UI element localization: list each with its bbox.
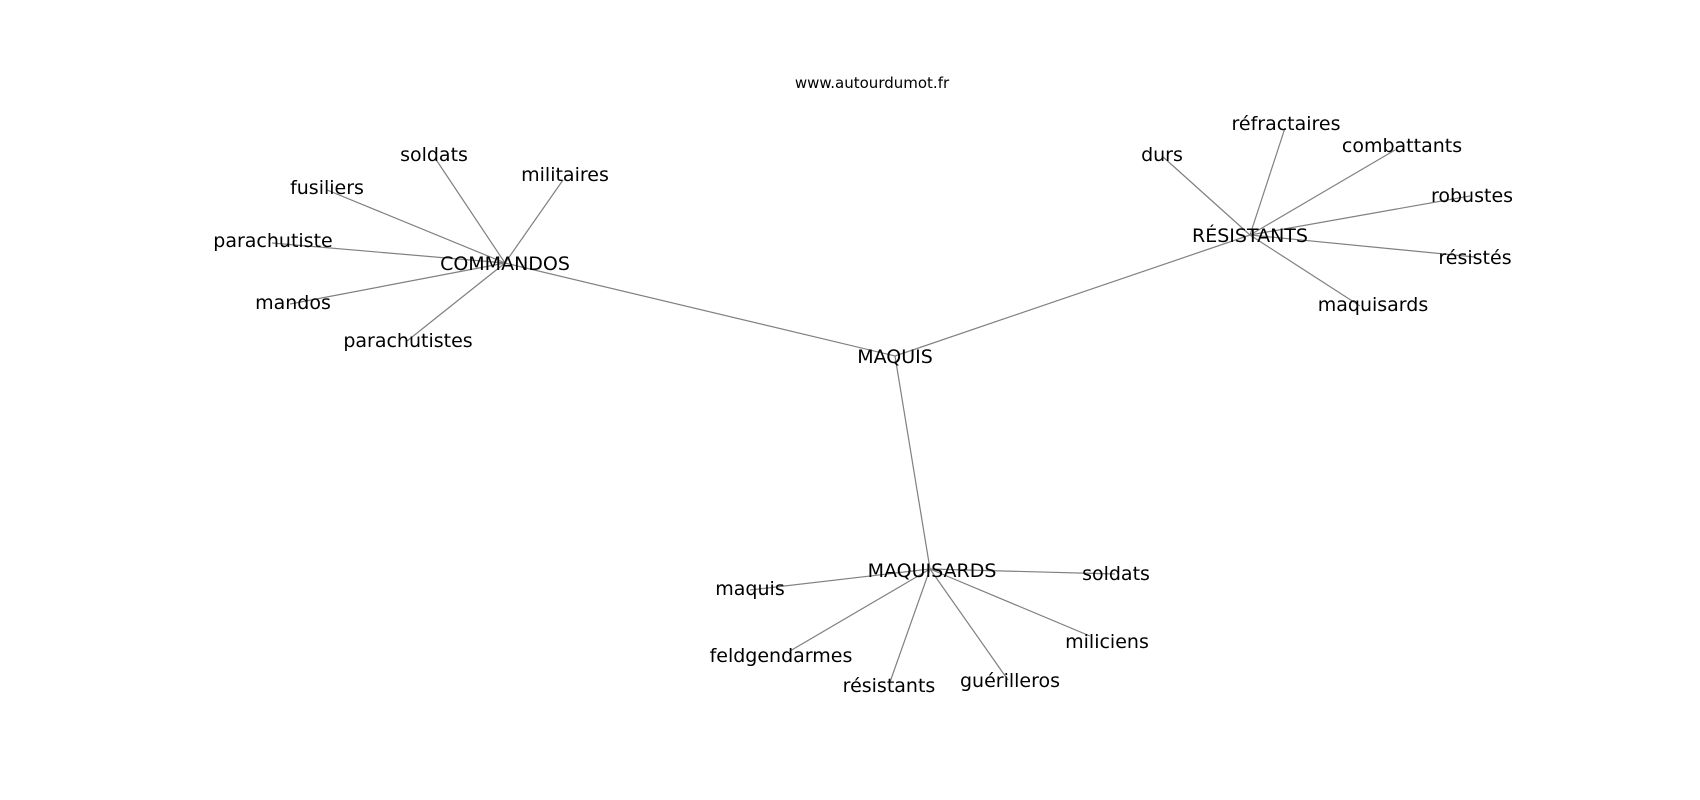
leaf-label: mandos — [255, 292, 331, 314]
edge-commandos-militaires — [504, 179, 564, 264]
leaf-label: combattants — [1342, 135, 1462, 157]
edge-commandos-soldats — [434, 157, 506, 264]
edge-maquisards-maquis — [749, 568, 931, 591]
edge-resistants-combattants — [1249, 149, 1396, 236]
leaf-label: maquisards — [1318, 294, 1429, 316]
leaf-label: parachutiste — [213, 230, 332, 252]
leaf-label: maquis — [715, 578, 784, 600]
edge-resistants-durs — [1161, 155, 1251, 236]
edge-maquisards-miliciens — [929, 568, 1091, 637]
leaf-label: miliciens — [1065, 631, 1149, 653]
hub-label-maquisards: MAQUISARDS — [868, 560, 997, 582]
edge-maquisards-feldgendarmes — [789, 568, 931, 652]
edge-commandos-parachutiste — [271, 242, 506, 264]
leaf-label: militaires — [521, 164, 609, 186]
edge-maquisards-soldats — [929, 568, 1116, 575]
leaf-label: résistés — [1438, 247, 1511, 269]
edge-resistants-robustes — [1249, 195, 1471, 236]
edge-maquis-maquisards — [894, 355, 931, 570]
leaf-label: guérilleros — [960, 670, 1060, 692]
leaf-label: résistants — [843, 675, 936, 697]
leaf-label: soldats — [400, 144, 468, 166]
leaf-label: feldgendarmes — [710, 645, 853, 667]
edge-maquis-commandos — [504, 262, 896, 357]
edge-resistants-resistes — [1249, 234, 1476, 258]
edge-resistants-refractaires — [1249, 127, 1286, 236]
leaf-label: durs — [1141, 144, 1183, 166]
edge-maquisards-resistants — [889, 568, 931, 683]
edge-maquis-resistants — [894, 234, 1251, 357]
edge-resistants-maquisards — [1249, 234, 1361, 307]
hub-label-resistants: RÉSISTANTS — [1192, 224, 1308, 247]
edge-commandos-mandos — [289, 262, 506, 305]
source-url: www.autourdumot.fr — [795, 74, 950, 92]
leaf-label: soldats — [1082, 563, 1150, 585]
edge-maquisards-guerilleros — [929, 568, 1009, 681]
edge-commandos-parachutistes — [406, 262, 506, 342]
leaf-label: robustes — [1431, 185, 1513, 207]
center-node-label: MAQUIS — [857, 346, 933, 368]
leaf-label: parachutistes — [343, 330, 472, 352]
edge-commandos-fusiliers — [326, 189, 506, 264]
leaf-label: réfractaires — [1231, 113, 1340, 135]
leaf-label: fusiliers — [290, 177, 364, 199]
hub-label-commandos: COMMANDOS — [440, 253, 570, 275]
